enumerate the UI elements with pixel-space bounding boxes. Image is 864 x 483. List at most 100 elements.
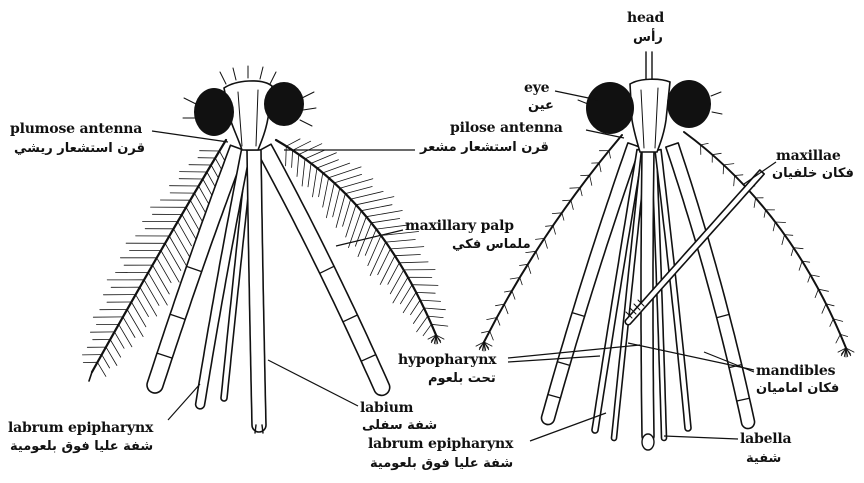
plumose-antenna-bristle <box>102 355 110 368</box>
head-hair <box>260 67 263 79</box>
pilose-antenna-bristle <box>701 143 709 145</box>
leader-line-labella <box>664 436 738 439</box>
plumose-antenna-bristle <box>140 287 157 316</box>
eye-right-figure-right <box>667 80 711 128</box>
pilose-antenna-bristle <box>571 200 573 209</box>
head-hair <box>303 108 316 110</box>
plumose-antenna-bristle <box>297 155 299 177</box>
plumose-antenna-bristle <box>323 178 329 207</box>
label-hypopharynx: hypopharynx <box>398 352 496 368</box>
pilose-antenna-bristle <box>520 278 522 285</box>
plumose-antenna-bristle <box>390 247 423 249</box>
plumose-antenna-bristle <box>186 207 200 232</box>
plumose-antenna-bristle <box>356 197 394 205</box>
pilose-antenna-bristle <box>553 226 555 235</box>
label-maxillary-palp: maxillary palp <box>405 218 514 234</box>
plumose-antenna-bristle <box>286 139 300 146</box>
pilose-antenna-bristle <box>791 248 793 256</box>
pilose-antenna-bristle <box>815 289 818 297</box>
plumose-antenna-bristle <box>97 362 106 376</box>
plumose-antenna-bristle <box>393 277 408 303</box>
label-maxillary-palp-arabic: ملماس فكي <box>452 237 531 253</box>
pilose-antenna-bristle <box>512 291 515 300</box>
eye-right-figure-left <box>586 82 634 134</box>
plumose-antenna-bristle <box>378 249 391 275</box>
label-labella-arabic: شفية <box>746 451 781 467</box>
pilose-antenna-bristle <box>830 319 834 327</box>
pilose-antenna-bristle <box>536 251 539 259</box>
plumose-antenna-bristle <box>390 270 403 294</box>
pilose-antenna-bristle <box>782 235 785 245</box>
plumose-antenna-bristle <box>313 168 318 197</box>
plumose-antenna-bristle <box>412 285 438 286</box>
plumose-antenna-bristle <box>428 316 443 318</box>
plumose-antenna-bristle <box>169 236 188 270</box>
plumose-antenna-bristle <box>153 265 170 294</box>
plumose-antenna-bristle <box>355 217 366 247</box>
head-capsule-right <box>630 79 670 152</box>
pilose-antenna-bristle <box>590 175 592 185</box>
pilose-antenna-bristle <box>735 175 743 176</box>
plumose-antenna-bristle <box>386 240 416 243</box>
label-labium-arabic: شفة سفلى <box>362 418 437 434</box>
label-hypopharynx-arabic: تحت بلعوم <box>428 371 496 387</box>
pilose-antenna-bristle <box>580 188 582 196</box>
plumose-antenna-bristle <box>292 150 293 167</box>
head-hair <box>712 112 722 114</box>
plumose-antenna-bristle <box>165 243 181 270</box>
plumose-antenna-bristle <box>368 236 381 266</box>
label-eye-arabic: عين <box>528 98 554 114</box>
label-labrum-epipharynx-right-arabic: شفة عليا فوق بلعومية <box>370 456 513 472</box>
plumose-antenna-bristle <box>144 280 159 306</box>
plumose-antenna-bristle <box>351 191 383 199</box>
pilose-antenna-bristle <box>734 176 735 186</box>
plumose-antenna-bristle <box>345 187 372 194</box>
pilose-antenna-bristle <box>724 164 734 165</box>
label-pilose-antenna: pilose antenna <box>450 120 563 136</box>
pilose-antenna-bristle <box>712 153 721 154</box>
plumose-antenna-bristle <box>174 229 191 258</box>
plumose-antenna-bristle <box>115 332 125 348</box>
plumose-antenna-bristle <box>333 188 340 217</box>
labium-left <box>247 150 266 432</box>
plumose-antenna-bristle <box>302 159 305 186</box>
plumose-antenna-bristle <box>399 262 428 263</box>
plumose-antenna-bristle <box>286 146 287 166</box>
label-mandibles: mandibles <box>756 363 835 379</box>
pilose-antenna-bristle <box>609 151 611 159</box>
eye-left-figure-left <box>194 88 234 136</box>
pilose-antenna-bristle <box>773 222 775 231</box>
label-labrum-epipharynx-left-arabic: شفة عليا فوق بلعومية <box>10 439 153 455</box>
plumose-antenna-bristle <box>127 310 143 337</box>
labium-tip <box>255 425 256 433</box>
plumose-antenna-bristle <box>308 163 311 186</box>
plumose-antenna-bristle <box>131 302 146 327</box>
pilose-antenna-bristle <box>562 213 564 220</box>
plumose-antenna-bristle <box>371 219 399 223</box>
plumose-antenna-bristle <box>340 179 373 189</box>
leader-line-labium <box>268 360 358 406</box>
plumose-antenna-right-shaft <box>276 140 436 335</box>
plumose-antenna-bristle <box>334 174 361 183</box>
head-hair <box>233 68 236 80</box>
plumose-antenna-bristle <box>110 340 121 358</box>
plumose-antenna-bristle <box>119 324 132 346</box>
label-pilose-antenna-arabic: قرن استشعار مشعر <box>420 140 549 156</box>
label-mandibles-arabic: فكان اماميان <box>756 381 839 397</box>
plumose-antenna-bristle <box>416 292 435 293</box>
leader-line-maxillary-palp <box>336 230 403 246</box>
label-eye: eye <box>524 80 549 96</box>
eye-left-figure-right <box>264 82 304 126</box>
labium-tip <box>262 425 263 433</box>
plumose-antenna-bristle <box>317 160 338 168</box>
label-labrum-epipharynx-left: labrum epipharynx <box>8 420 153 436</box>
plumose-antenna-bristle <box>423 324 431 335</box>
pilose-antenna-bristle <box>490 331 494 340</box>
pilose-antenna-bristle <box>544 238 547 248</box>
pilose-antenna-bristle <box>764 210 766 218</box>
pilose-antenna-bristle <box>836 334 840 343</box>
plumose-antenna-bristle <box>157 258 171 283</box>
plumose-antenna-bristle <box>413 308 424 324</box>
plumose-antenna-bristle <box>319 173 323 197</box>
